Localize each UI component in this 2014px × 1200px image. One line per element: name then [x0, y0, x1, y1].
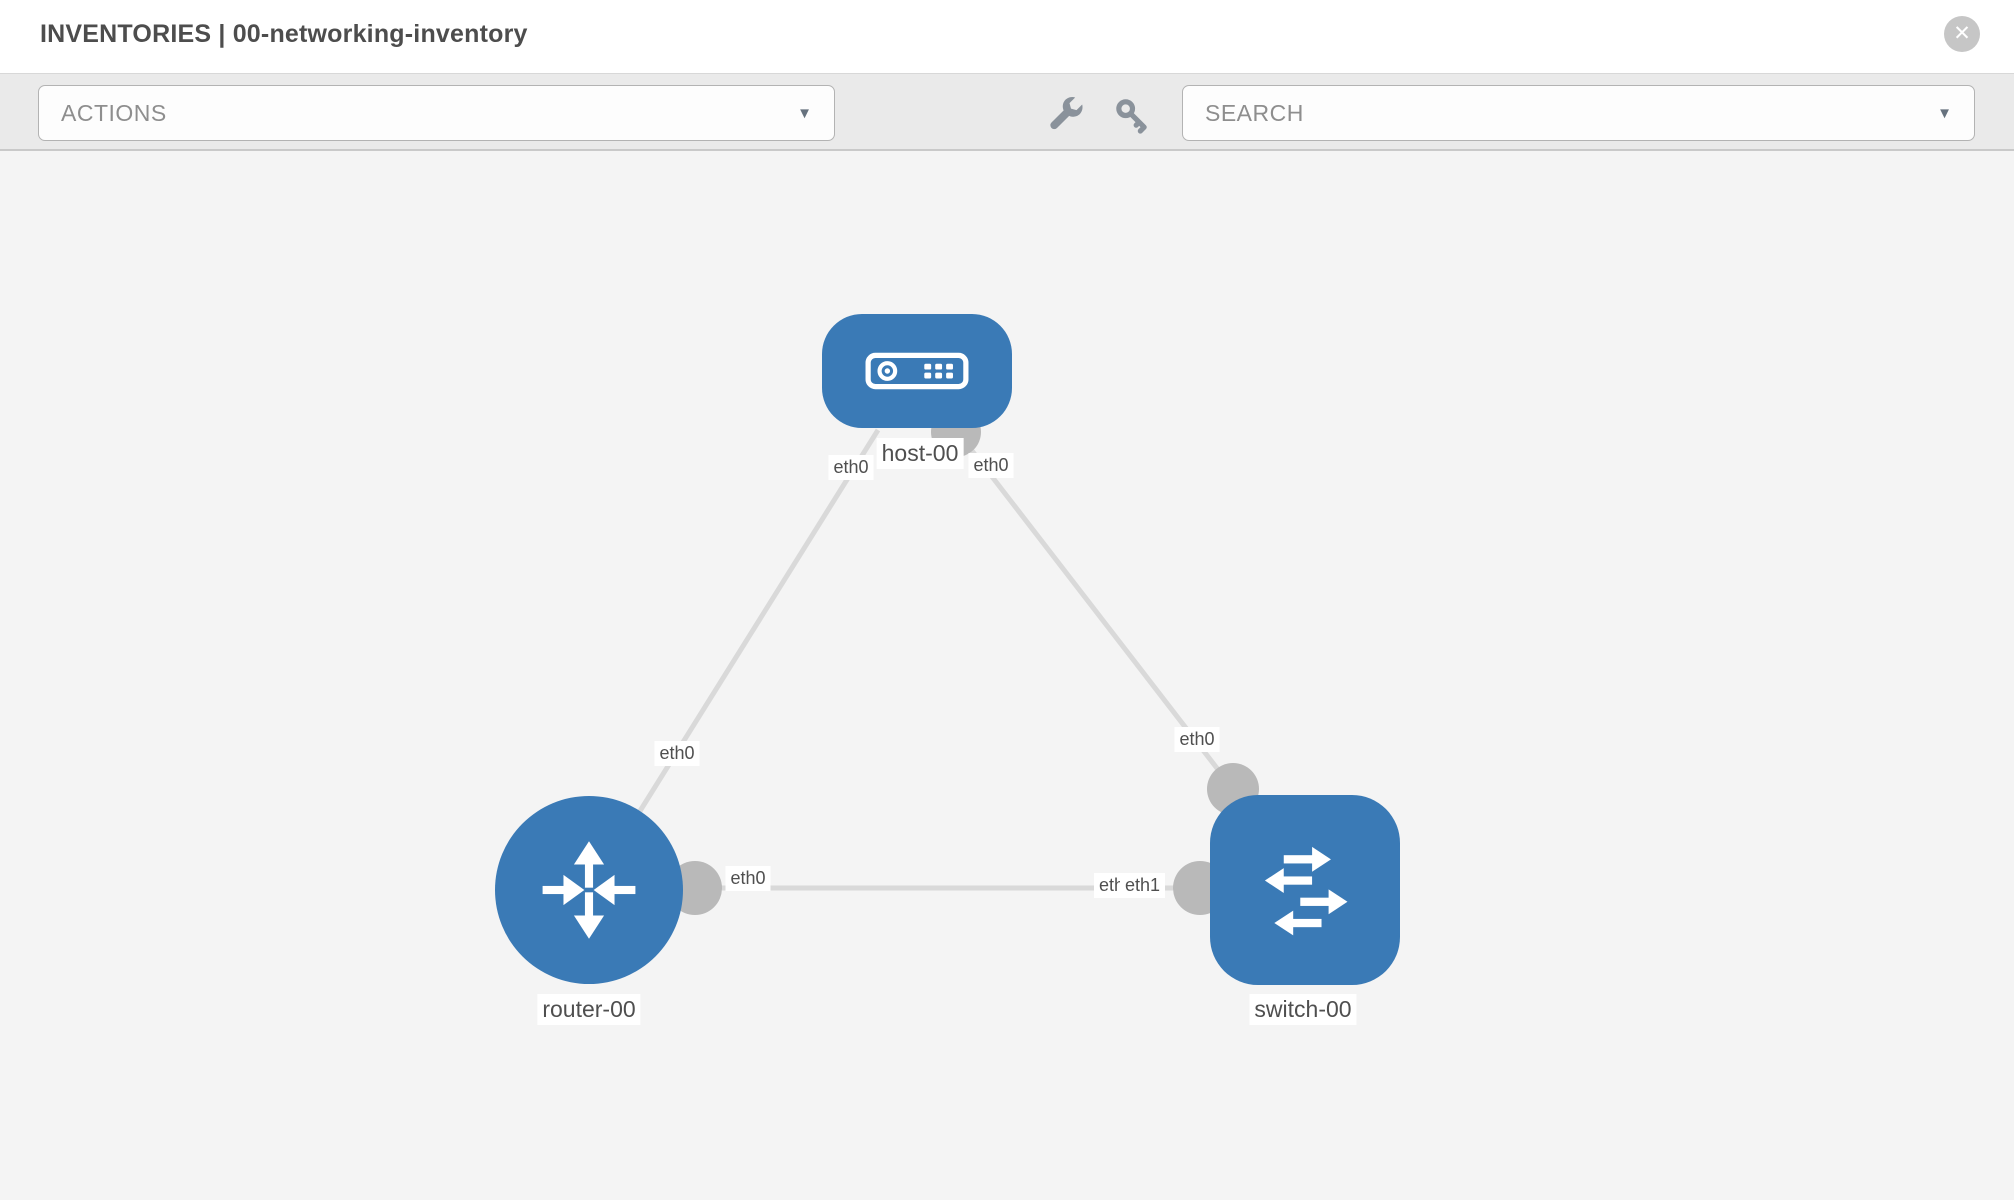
close-icon[interactable]: ✕: [1944, 16, 1980, 52]
node-label-switch: switch-00: [1249, 994, 1357, 1025]
host-device-icon: [865, 352, 969, 390]
iface-label-host-right: eth0: [968, 453, 1014, 478]
links-layer: [637, 407, 1259, 915]
page-title: INVENTORIES | 00-networking-inventory: [40, 20, 528, 48]
search-dropdown[interactable]: SEARCH ▼: [1182, 85, 1975, 141]
topology-canvas[interactable]: host-00 eth0 eth0 eth0 eth0 router-00 sw…: [0, 151, 2014, 1200]
node-switch-00[interactable]: [1210, 795, 1400, 985]
iface-label-host-switch: eth0: [1174, 727, 1220, 752]
node-host-00[interactable]: [822, 314, 1012, 428]
actions-dropdown[interactable]: ACTIONS ▼: [38, 85, 835, 141]
node-label-router: router-00: [537, 994, 641, 1025]
iface-label-host-left: eth0: [828, 455, 874, 480]
iface-label-switch-eth1: eth1: [1120, 873, 1166, 898]
chevron-down-icon: ▼: [797, 104, 812, 122]
iface-label-host-router: eth0: [654, 741, 700, 766]
wrench-icon[interactable]: [1046, 96, 1086, 136]
search-dropdown-label: SEARCH: [1205, 99, 1304, 126]
actions-dropdown-label: ACTIONS: [61, 99, 167, 126]
node-router-00[interactable]: [495, 796, 683, 984]
iface-label-router-eth0: eth0: [725, 866, 771, 891]
router-icon: [542, 841, 636, 939]
node-label-host: host-00: [876, 438, 964, 469]
header: INVENTORIES | 00-networking-inventory ✕: [0, 0, 2014, 73]
toolbar: ACTIONS ▼ SEARCH ▼: [0, 73, 2014, 151]
chevron-down-icon: ▼: [1937, 104, 1952, 122]
key-icon[interactable]: [1113, 96, 1153, 136]
switch-icon: [1264, 846, 1348, 936]
